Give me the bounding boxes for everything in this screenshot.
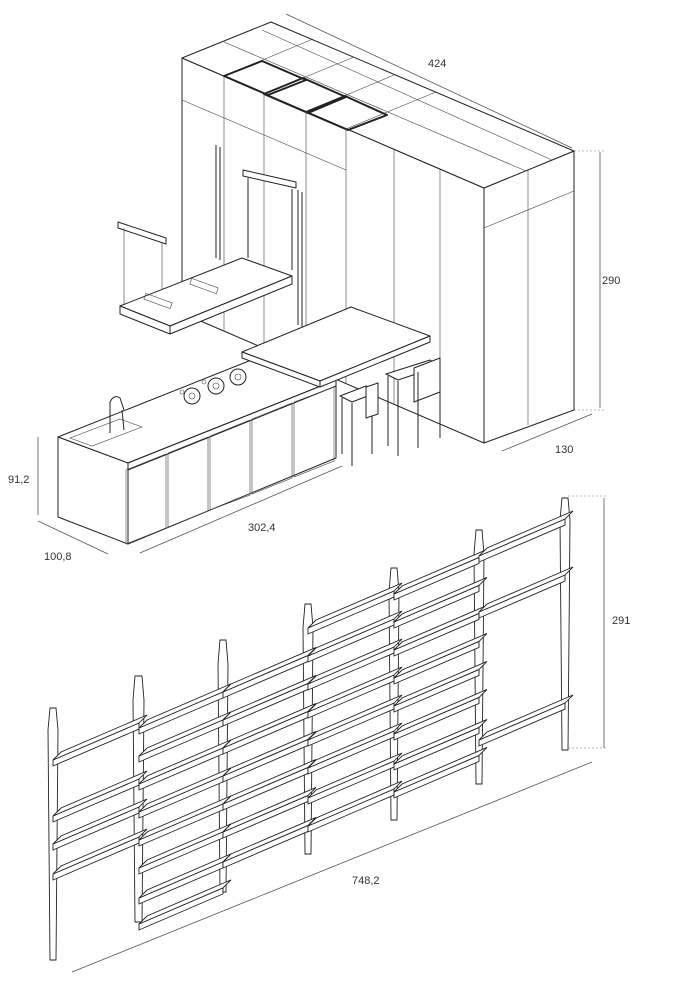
dim-label-wall-height: 290 [602, 275, 620, 287]
dim-label-island-length: 302,4 [248, 522, 276, 534]
shelf-top-21 [307, 610, 403, 657]
shelf-top-36 [478, 510, 574, 557]
shelf-board-38 [478, 702, 566, 747]
shelf-top-35 [393, 747, 488, 793]
shelf-top-14 [222, 675, 317, 721]
shelf-top-4 [52, 828, 148, 875]
dim-label-wall-width: 424 [428, 58, 446, 70]
shelf-top-1 [52, 714, 148, 761]
shelf-top-20 [307, 582, 403, 629]
stools [339, 357, 441, 466]
shelf-top-32 [393, 661, 488, 707]
shelf-top-16 [222, 731, 317, 777]
shelf-top-33 [393, 689, 488, 735]
shelf-top-27 [307, 780, 403, 827]
dim-label-shelving-length: 748,2 [352, 875, 380, 887]
shelf-top-31 [393, 633, 488, 679]
shelf-top-26 [307, 752, 403, 799]
shelf-board-1 [52, 722, 140, 767]
dimension-lines-shelving [71, 495, 606, 973]
dimension-lines-top [37, 13, 604, 555]
shelf-top-3 [52, 798, 148, 845]
hanging-shelf [117, 221, 293, 335]
shelf-top-17 [222, 759, 317, 805]
shelf-top-37 [478, 566, 574, 613]
dim-label-island-height: 91,2 [8, 474, 29, 486]
dim-label-island-depth: 100,8 [44, 551, 72, 563]
shelf-top-13 [222, 647, 317, 693]
shelf-top-22 [307, 638, 403, 685]
shelf-top-18 [222, 787, 317, 833]
shelf-board-36 [478, 518, 566, 563]
shelf-top-15 [222, 703, 317, 749]
shelf-top-25 [307, 722, 403, 769]
shelf-top-29 [393, 577, 488, 623]
shelf-top-24 [307, 694, 403, 741]
shelf-top-19 [222, 817, 317, 863]
shelving-system [47, 497, 574, 961]
shelf-top-38 [478, 694, 574, 741]
dim-label-shelving-height: 291 [612, 615, 630, 627]
island [57, 354, 337, 545]
shelving-shelves [52, 510, 574, 931]
shelf-top-12 [138, 879, 232, 925]
shelf-board-37 [478, 574, 566, 619]
shelf-top-2 [52, 770, 148, 817]
shelf-top-23 [307, 666, 403, 713]
shelf-top-34 [393, 719, 488, 765]
dim-label-wall-depth: 130 [555, 444, 573, 456]
table [241, 306, 431, 388]
